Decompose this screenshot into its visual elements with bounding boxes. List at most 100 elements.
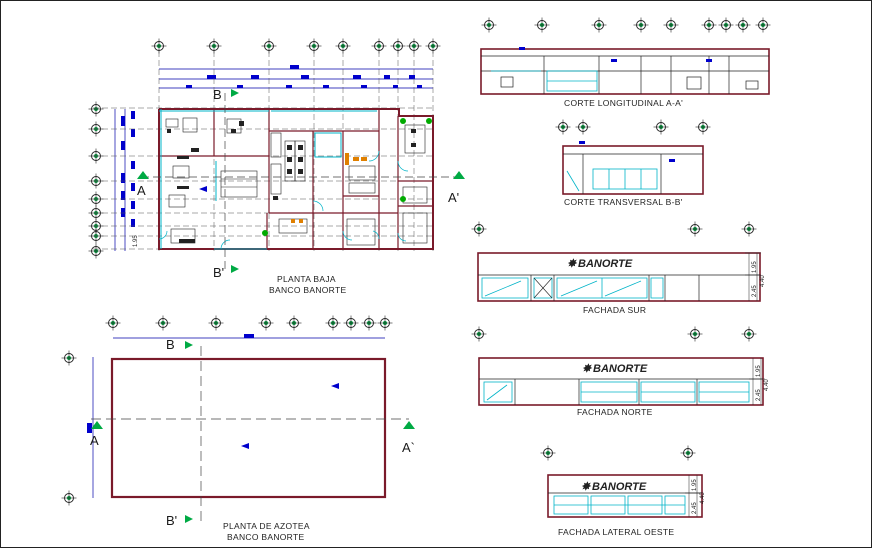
south-dim-1: 1.95 bbox=[752, 261, 758, 273]
section-mark-a-prime: A' bbox=[448, 190, 459, 205]
desk-chairs bbox=[167, 121, 416, 243]
north-dim-3: 4.40 bbox=[764, 379, 770, 391]
glazing-lines bbox=[159, 109, 377, 250]
ground-floor-plan bbox=[88, 38, 465, 273]
roof-section-lines bbox=[91, 346, 409, 521]
grid-lines bbox=[93, 51, 434, 251]
grid-bubble-icon bbox=[534, 17, 550, 33]
roof-dim-marker bbox=[244, 334, 254, 338]
roof-grid-bubbles-left bbox=[61, 350, 77, 506]
grid-bubble-icon bbox=[88, 243, 104, 259]
roof-plan bbox=[61, 315, 415, 523]
section-b-details bbox=[563, 153, 703, 194]
roof-outline bbox=[110, 357, 387, 499]
grid-bubble-icon bbox=[633, 17, 649, 33]
grid-bubble-icon bbox=[741, 221, 757, 237]
roof-section-arrows bbox=[91, 341, 415, 523]
north-facade-title: FACHADA NORTE bbox=[577, 407, 653, 417]
west-outline bbox=[547, 474, 703, 518]
grid-bubble-icon bbox=[663, 17, 679, 33]
exterior-walls bbox=[158, 108, 434, 250]
banorte-logo-icon: ✸ bbox=[567, 258, 578, 270]
grid-bubble-icon bbox=[591, 17, 607, 33]
grid-bubble-icon bbox=[575, 119, 591, 135]
grid-bubble-icon bbox=[306, 38, 322, 54]
section-b-outline bbox=[562, 145, 704, 195]
grid-bubble-icon bbox=[687, 326, 703, 342]
longitudinal-section bbox=[480, 17, 771, 95]
north-arrow bbox=[199, 186, 207, 192]
north-dim-lines bbox=[749, 358, 765, 405]
transverse-section bbox=[555, 119, 711, 195]
west-facade: ✸ BANORTE bbox=[540, 445, 703, 518]
dimension-markers-left bbox=[121, 111, 135, 227]
grid-bubble-icon bbox=[540, 445, 556, 461]
north-dim-1: 1.95 bbox=[756, 365, 762, 377]
north-grid-bubbles bbox=[471, 326, 757, 342]
roof-drain-arrows bbox=[241, 383, 339, 449]
grid-bubble-icon bbox=[653, 119, 669, 135]
ground-floor-title-line1: PLANTA BAJA bbox=[277, 274, 336, 284]
grid-bubble-icon bbox=[61, 350, 77, 366]
grid-bubble-icon bbox=[471, 326, 487, 342]
south-facade: ✸ BANORTE bbox=[471, 221, 761, 302]
grid-bubble-icon bbox=[471, 221, 487, 237]
section-a-title: CORTE LONGITUDINAL A-A' bbox=[564, 98, 683, 108]
grid-bubble-icon bbox=[105, 315, 121, 331]
section-a-details bbox=[481, 55, 769, 94]
roof-dimension-lines bbox=[92, 337, 385, 498]
section-mark-b-prime: B' bbox=[213, 265, 224, 280]
south-mullions bbox=[530, 275, 700, 301]
labels: PLANTA BAJA BANCO BANORTE PLANTA DE AZOT… bbox=[90, 87, 770, 542]
section-b-grid-bubbles bbox=[555, 119, 711, 135]
roof-section-mark-b-prime: B' bbox=[166, 513, 177, 528]
grid-bubble-icon bbox=[755, 17, 771, 33]
roof-title-line1: PLANTA DE AZOTEA bbox=[223, 521, 310, 531]
roof-dim-marker-left bbox=[87, 423, 92, 433]
grid-bubble-icon bbox=[406, 38, 422, 54]
west-dim-lines bbox=[685, 475, 701, 517]
section-mark-a: A bbox=[137, 183, 146, 198]
grid-bubble-icon bbox=[718, 17, 734, 33]
section-b-glazing bbox=[566, 168, 658, 192]
south-dim-2: 2.45 bbox=[752, 285, 758, 297]
south-facade-title: FACHADA SUR bbox=[583, 305, 646, 315]
west-glazing bbox=[553, 495, 686, 515]
north-glazing bbox=[483, 381, 750, 403]
grid-bubble-icon bbox=[741, 326, 757, 342]
section-b-title: CORTE TRANSVERSAL B-B' bbox=[564, 197, 683, 207]
roof-section-mark-b: B bbox=[166, 337, 175, 352]
south-dim-3: 4.40 bbox=[760, 275, 766, 287]
grid-bubble-icon bbox=[735, 17, 751, 33]
west-brand-text: BANORTE bbox=[592, 481, 647, 493]
west-dim-1: 1.95 bbox=[692, 479, 698, 491]
south-glazing bbox=[481, 277, 664, 299]
section-a-markers bbox=[519, 47, 712, 62]
south-brand-sign: ✸ BANORTE bbox=[567, 258, 633, 270]
grid-bubble-icon bbox=[687, 221, 703, 237]
doors bbox=[158, 150, 409, 250]
south-grid-bubbles bbox=[471, 221, 757, 237]
furniture bbox=[165, 117, 428, 246]
section-a-grid-bubbles bbox=[481, 17, 771, 33]
roof-title-line2: BANCO BANORTE bbox=[227, 532, 304, 542]
north-mullions bbox=[514, 379, 698, 405]
west-brand-sign: ✸ BANORTE bbox=[581, 481, 647, 493]
south-brand-text: BANORTE bbox=[578, 258, 633, 270]
counter-elements bbox=[291, 153, 367, 223]
grid-bubble-icon bbox=[701, 17, 717, 33]
grid-bubbles-left bbox=[88, 101, 104, 259]
grid-bubble-icon bbox=[555, 119, 571, 135]
section-mark-b: B bbox=[213, 87, 222, 102]
section-arrows bbox=[137, 89, 465, 273]
section-a-outline bbox=[480, 48, 770, 95]
grid-bubble-icon bbox=[371, 38, 387, 54]
ground-floor-title-line2: BANCO BANORTE bbox=[269, 285, 346, 295]
south-dim-lines bbox=[745, 252, 761, 301]
banorte-logo-icon-west: ✸ bbox=[581, 481, 592, 493]
west-facade-title: FACHADA LATERAL OESTE bbox=[558, 527, 674, 537]
north-dim-2: 2.45 bbox=[756, 389, 762, 401]
grid-bubble-icon bbox=[208, 315, 224, 331]
